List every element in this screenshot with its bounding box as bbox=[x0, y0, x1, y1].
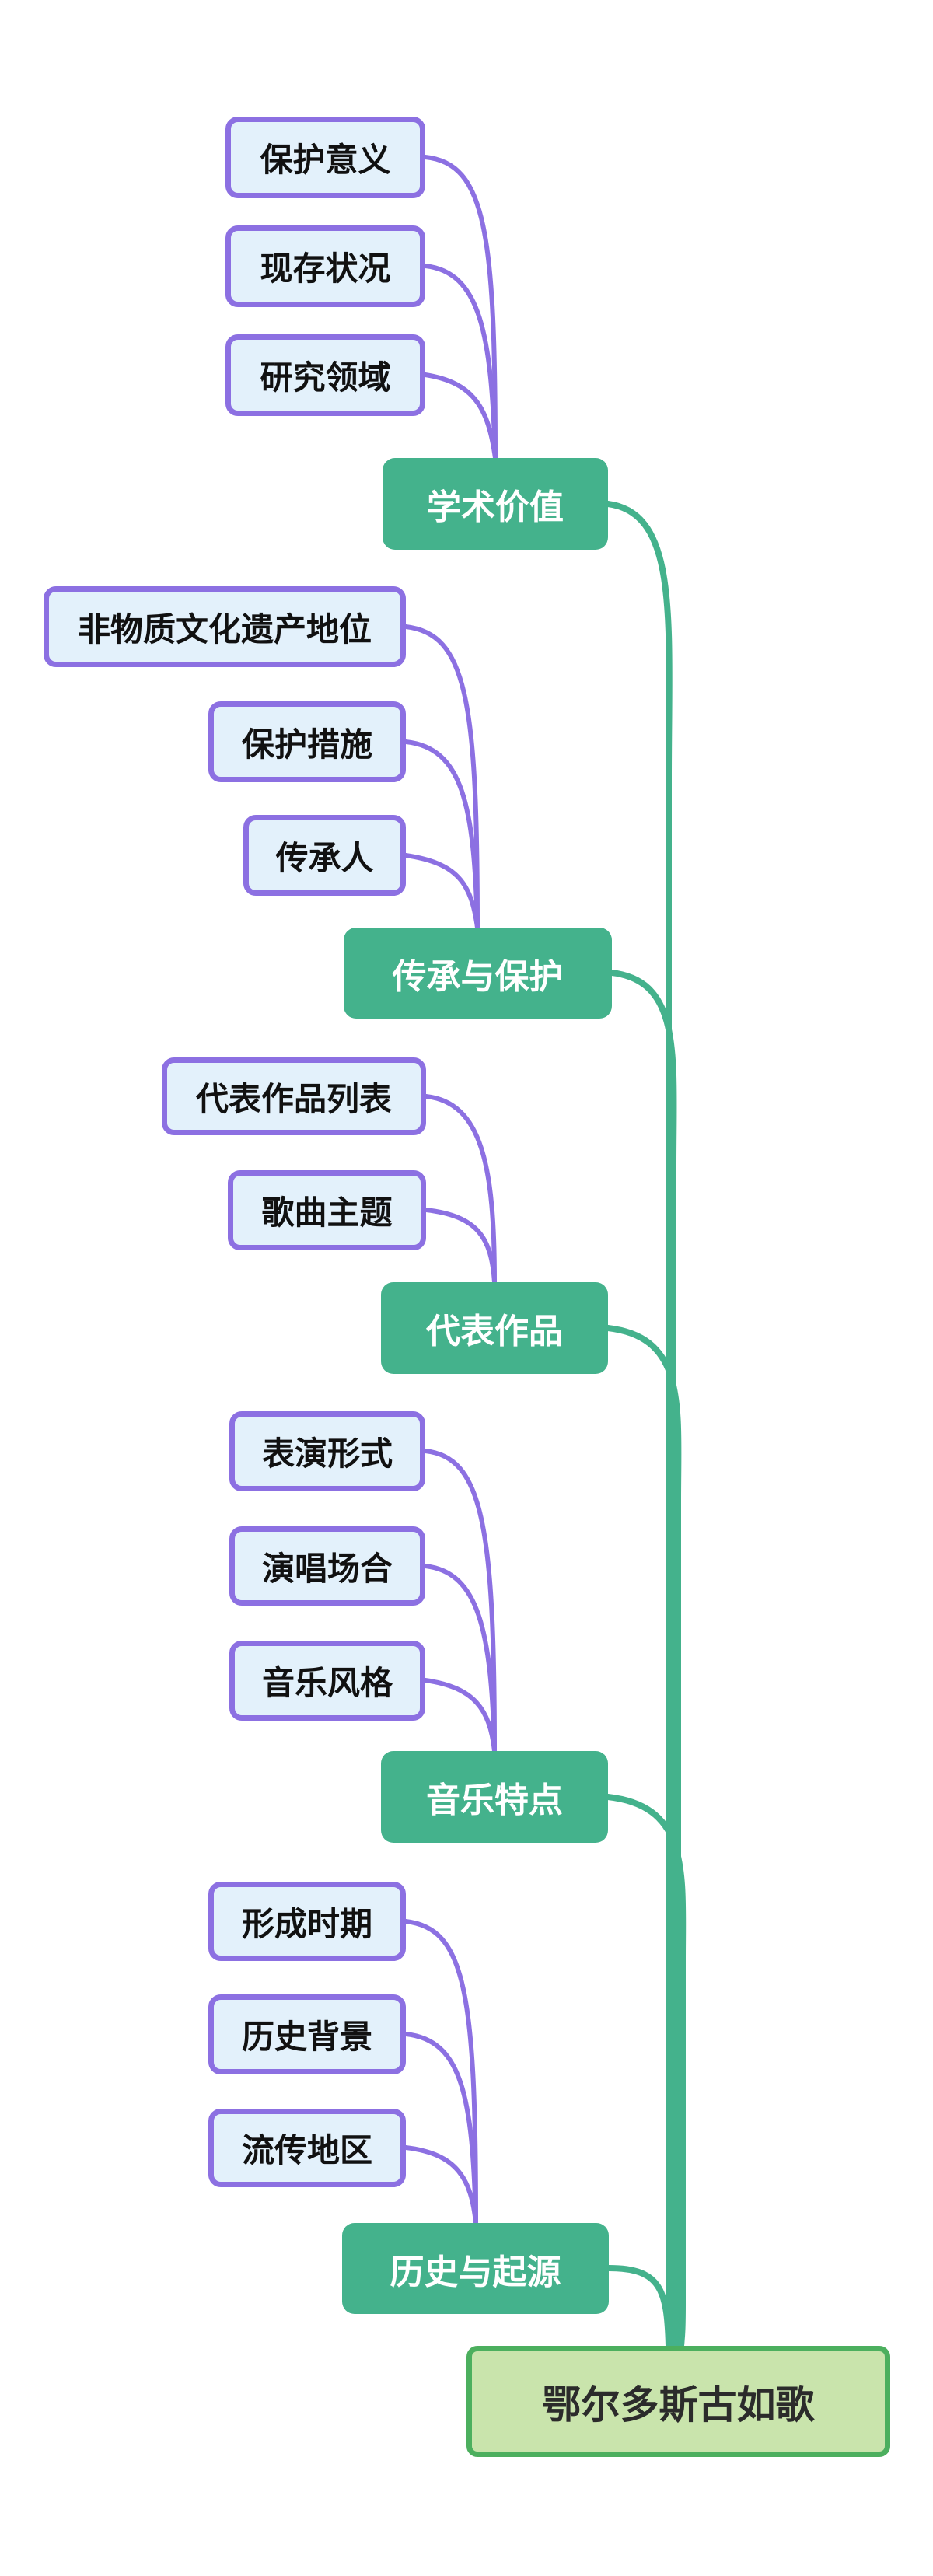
link-music-style bbox=[423, 1678, 497, 1753]
node-performance-form[interactable]: 表演形式 bbox=[229, 1411, 425, 1491]
link-song-themes bbox=[424, 1208, 497, 1285]
link-research-fields bbox=[423, 372, 498, 460]
node-root-ordos-guruge[interactable]: 鄂尔多斯古如歌 bbox=[466, 2346, 890, 2457]
node-current-status[interactable]: 现存状况 bbox=[225, 225, 425, 307]
node-works-list[interactable]: 代表作品列表 bbox=[162, 1057, 426, 1135]
link-protection-significance bbox=[423, 155, 498, 460]
node-spread-regions[interactable]: 流传地区 bbox=[208, 2109, 406, 2187]
node-protection-significance[interactable]: 保护意义 bbox=[225, 117, 425, 198]
node-singing-occasions[interactable]: 演唱场合 bbox=[229, 1526, 425, 1606]
link-spread-regions bbox=[404, 2145, 478, 2225]
node-inheritors[interactable]: 传承人 bbox=[243, 815, 406, 896]
link-performance-form bbox=[423, 1449, 497, 1753]
link-protection-measures bbox=[404, 739, 480, 930]
node-history-origin[interactable]: 历史与起源 bbox=[342, 2223, 609, 2314]
node-intangible-heritage-status[interactable]: 非物质文化遗产地位 bbox=[44, 586, 406, 667]
link-representative-works-to-root bbox=[605, 1325, 682, 2349]
link-history-origin-to-root bbox=[606, 2265, 672, 2349]
node-inheritance-protection[interactable]: 传承与保护 bbox=[344, 928, 612, 1019]
node-song-themes[interactable]: 歌曲主题 bbox=[228, 1170, 426, 1250]
node-research-fields[interactable]: 研究领域 bbox=[225, 334, 425, 416]
node-music-style[interactable]: 音乐风格 bbox=[229, 1641, 425, 1721]
node-music-features[interactable]: 音乐特点 bbox=[381, 1751, 608, 1843]
link-historical-background bbox=[404, 2032, 478, 2225]
link-formation-period bbox=[404, 1919, 478, 2225]
link-current-status bbox=[423, 264, 498, 460]
node-representative-works[interactable]: 代表作品 bbox=[381, 1282, 608, 1374]
link-inheritors bbox=[404, 853, 480, 930]
node-historical-background[interactable]: 历史背景 bbox=[208, 1994, 406, 2074]
link-works-list bbox=[424, 1094, 497, 1285]
link-music-features-to-root bbox=[605, 1794, 687, 2349]
link-intangible-heritage-status bbox=[404, 624, 480, 930]
link-singing-occasions bbox=[423, 1564, 497, 1753]
link-inheritance-protection-to-root bbox=[609, 970, 677, 2349]
node-formation-period[interactable]: 形成时期 bbox=[208, 1882, 406, 1961]
node-protection-measures[interactable]: 保护措施 bbox=[208, 701, 406, 782]
node-academic-value[interactable]: 学术价值 bbox=[383, 458, 608, 550]
link-academic-value-to-root bbox=[605, 501, 673, 2349]
